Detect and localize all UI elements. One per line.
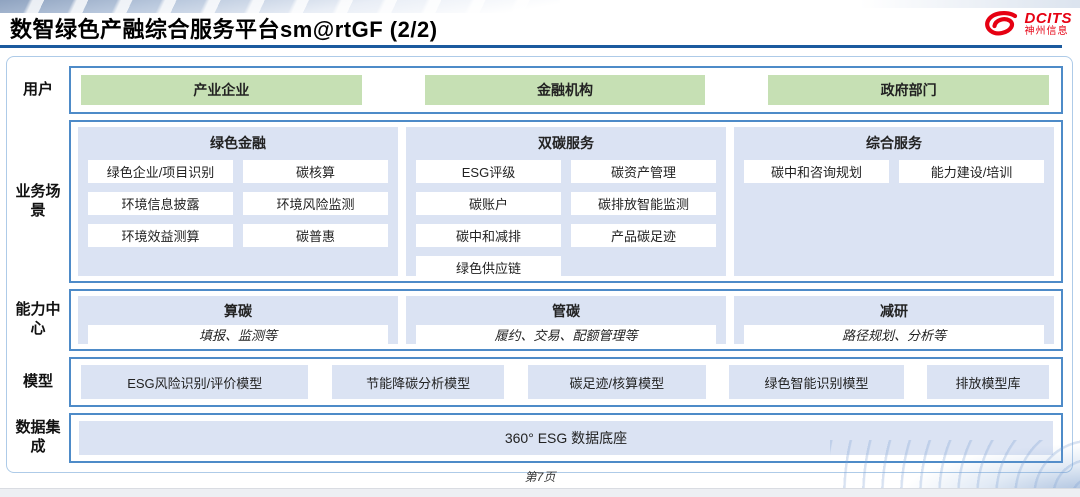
scenario-column-title: 综合服务 bbox=[866, 135, 922, 151]
scenarios-row-label: 业务场景 bbox=[15, 182, 61, 219]
capability-desc: 履约、交易、配额管理等 bbox=[416, 325, 716, 344]
capability-desc: 填报、监测等 bbox=[88, 325, 388, 344]
capability-manage-carbon: 管碳 履约、交易、配额管理等 bbox=[406, 296, 726, 344]
capability-desc: 路径规划、分析等 bbox=[744, 325, 1044, 344]
capability-title: 管碳 bbox=[552, 303, 580, 319]
capability-calc-carbon: 算碳 填报、监测等 bbox=[78, 296, 398, 344]
logo-swirl-icon bbox=[981, 10, 1021, 38]
bottom-right-decoration bbox=[830, 440, 1080, 488]
user-box-industry: 产业企业 bbox=[81, 75, 362, 105]
data-integration-row-box: 360° ESG 数据底座 bbox=[69, 413, 1063, 463]
capabilities-row-label: 能力中心 bbox=[15, 301, 61, 337]
model-item: 绿色智能识别模型 bbox=[729, 365, 904, 399]
scenario-column-comprehensive: 综合服务 碳中和咨询规划 能力建设/培训 bbox=[734, 127, 1054, 276]
capability-title: 减研 bbox=[880, 303, 908, 319]
scenario-item: ESG评级 bbox=[416, 160, 561, 183]
scenario-item: 碳普惠 bbox=[243, 224, 388, 247]
logo-brand-text: DCITS bbox=[1024, 9, 1072, 27]
scenario-item: 碳账户 bbox=[416, 192, 561, 215]
scenario-item: 绿色供应链 bbox=[416, 256, 561, 279]
model-item: ESG风险识别/评价模型 bbox=[81, 365, 309, 399]
capabilities-row: 能力中心 算碳 填报、监测等 管碳 履约、交易、配额管理等 减研 路径规划、分析… bbox=[13, 289, 1063, 351]
title-underline-rule bbox=[0, 45, 1062, 48]
logo-company-text: 神州信息 bbox=[1024, 25, 1069, 37]
page-title: 数智绿色产融综合服务平台sm@rtGF (2/2) bbox=[10, 17, 438, 42]
scenario-item: 碳资产管理 bbox=[571, 160, 716, 183]
users-row-box: 产业企业 金融机构 政府部门 bbox=[69, 66, 1063, 114]
scenario-column-dual-carbon: 双碳服务 ESG评级 碳资产管理 碳账户 碳排放智能监测 碳中和减排 产品碳足迹… bbox=[406, 127, 726, 279]
models-row-box: ESG风险识别/评价模型 节能降碳分析模型 碳足迹/核算模型 绿色智能识别模型 … bbox=[69, 357, 1063, 407]
architecture-frame: 用户 产业企业 金融机构 政府部门 业务场景 绿色金融 绿色企业/项目识别 碳核… bbox=[6, 56, 1073, 473]
scenario-items-grid: ESG评级 碳资产管理 碳账户 碳排放智能监测 碳中和减排 产品碳足迹 绿色供应… bbox=[416, 160, 716, 279]
model-item: 碳足迹/核算模型 bbox=[527, 365, 706, 399]
data-integration-row: 数据集成 360° ESG 数据底座 bbox=[13, 413, 1063, 463]
scenario-item: 碳核算 bbox=[243, 160, 388, 183]
top-right-decoration bbox=[860, 0, 1080, 8]
scenario-items-grid: 碳中和咨询规划 能力建设/培训 bbox=[744, 160, 1044, 183]
scenario-item: 环境风险监测 bbox=[243, 192, 388, 215]
scenario-item: 产品碳足迹 bbox=[571, 224, 716, 247]
user-box-finance: 金融机构 bbox=[424, 75, 706, 105]
scenarios-row: 业务场景 绿色金融 绿色企业/项目识别 碳核算 环境信息披露 环境风险监测 环境… bbox=[13, 120, 1063, 283]
users-row-label: 用户 bbox=[22, 80, 53, 98]
scenario-items-grid: 绿色企业/项目识别 碳核算 环境信息披露 环境风险监测 环境效益测算 碳普惠 bbox=[88, 160, 388, 247]
scenarios-row-box: 绿色金融 绿色企业/项目识别 碳核算 环境信息披露 环境风险监测 环境效益测算 … bbox=[69, 120, 1063, 283]
company-logo: DCITS 神州信息 bbox=[981, 10, 1073, 38]
scenario-column-green-finance: 绿色金融 绿色企业/项目识别 碳核算 环境信息披露 环境风险监测 环境效益测算 … bbox=[78, 127, 398, 276]
page-number: 第7页 bbox=[524, 470, 556, 484]
scenario-column-title: 双碳服务 bbox=[538, 135, 594, 151]
capability-reduce-research: 减研 路径规划、分析等 bbox=[734, 296, 1054, 344]
top-decoration-band bbox=[0, 0, 560, 13]
model-item: 排放模型库 bbox=[927, 365, 1049, 399]
users-row: 用户 产业企业 金融机构 政府部门 bbox=[13, 66, 1063, 114]
scenario-item: 能力建设/培训 bbox=[899, 160, 1044, 183]
scenario-item: 碳中和减排 bbox=[416, 224, 561, 247]
bottom-gray-bar bbox=[0, 488, 1080, 497]
data-integration-row-label: 数据集成 bbox=[15, 419, 61, 455]
scenario-column-title: 绿色金融 bbox=[210, 135, 266, 151]
scenario-item: 碳排放智能监测 bbox=[571, 192, 716, 215]
scenario-item: 环境效益测算 bbox=[88, 224, 233, 247]
scenario-item: 环境信息披露 bbox=[88, 192, 233, 215]
user-box-government: 政府部门 bbox=[768, 75, 1049, 105]
models-row-label: 模型 bbox=[22, 372, 53, 390]
capability-title: 算碳 bbox=[224, 303, 252, 319]
scenario-item: 绿色企业/项目识别 bbox=[88, 160, 233, 183]
model-item: 节能降碳分析模型 bbox=[331, 365, 505, 399]
models-row: 模型 ESG风险识别/评价模型 节能降碳分析模型 碳足迹/核算模型 绿色智能识别… bbox=[13, 357, 1063, 407]
scenario-item: 碳中和咨询规划 bbox=[744, 160, 889, 183]
capabilities-row-box: 算碳 填报、监测等 管碳 履约、交易、配额管理等 减研 路径规划、分析等 bbox=[69, 289, 1063, 351]
